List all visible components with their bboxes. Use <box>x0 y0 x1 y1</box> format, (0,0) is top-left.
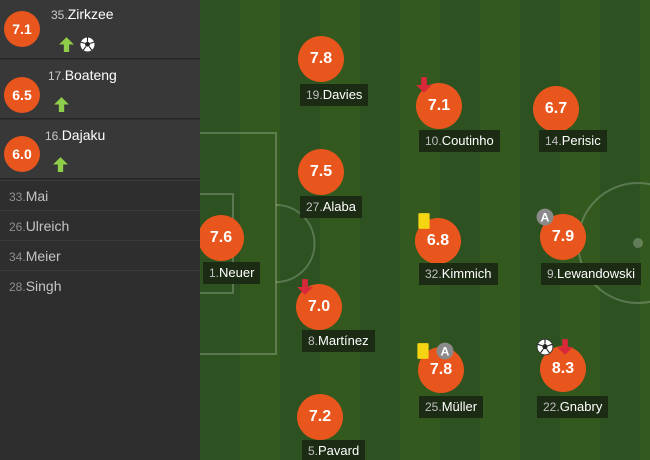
player-name-text: Coutinho <box>441 133 494 148</box>
player-name[interactable]: 32.Kimmich <box>419 263 498 285</box>
shirt-number: 27. <box>306 200 323 214</box>
player-name[interactable]: 1.Neuer <box>203 262 261 284</box>
substitute-row[interactable]: 6.0 16.Dajaku <box>0 120 200 179</box>
rating-badge: 7.5 <box>298 149 344 195</box>
shirt-number: 1. <box>209 266 220 280</box>
shirt-number: 9. <box>547 267 558 281</box>
rating-badge: 8.3 <box>540 346 586 392</box>
player-name-text: Perisic <box>561 133 601 148</box>
shirt-number: 33. <box>9 190 26 204</box>
shirt-number: 22. <box>543 400 560 414</box>
shirt-number: 17. <box>48 69 65 83</box>
rating-badge: 7.2 <box>297 394 343 440</box>
assist-icon: A <box>436 342 454 360</box>
player-name-text: Dajaku <box>61 127 106 143</box>
shirt-number: 14. <box>545 134 562 148</box>
event-icons <box>58 35 96 53</box>
player-name[interactable]: 5.Pavard <box>302 440 366 460</box>
rating-badge: 7.1 <box>4 11 40 47</box>
player-name-text: Pavard <box>318 443 360 458</box>
substitute-row[interactable]: 6.5 17.Boateng <box>0 60 200 119</box>
sub-in-arrow-icon <box>53 96 70 113</box>
player-name-text: Martínez <box>318 333 369 348</box>
shirt-number: 25. <box>425 400 442 414</box>
player-name[interactable]: 16.Dajaku <box>45 127 105 143</box>
yellow-card-icon <box>414 342 432 360</box>
bench-player-row[interactable]: 26.Ulreich <box>0 210 200 240</box>
player-name-text: Alaba <box>322 199 356 214</box>
substitute-row[interactable]: 7.1 35.Zirkzee <box>0 0 200 59</box>
player-name[interactable]: 19.Davies <box>300 84 369 106</box>
goal-ball-icon <box>536 338 554 356</box>
player-name: Singh <box>25 278 62 294</box>
shirt-number: 10. <box>425 134 442 148</box>
player-name-text: Zirkzee <box>67 6 114 22</box>
sub-in-arrow-icon <box>58 36 75 53</box>
player-name-text: Davies <box>322 87 363 102</box>
sub-in-arrow-icon <box>52 156 69 173</box>
svg-text:A: A <box>541 211 550 225</box>
rating-badge: 7.1 <box>416 83 462 129</box>
shirt-number: 8. <box>308 334 319 348</box>
sub-out-arrow-icon <box>556 338 574 356</box>
shirt-number: 35. <box>51 8 68 22</box>
rating-badge: 6.0 <box>4 136 40 172</box>
shirt-number: 5. <box>308 444 319 458</box>
player-name[interactable]: 35.Zirkzee <box>51 6 114 22</box>
player-name: Mai <box>25 188 49 204</box>
shirt-number: 26. <box>9 220 26 234</box>
player-name[interactable]: 17.Boateng <box>48 67 117 83</box>
substitutes-panel: 7.1 35.Zirkzee 6.5 17.Boateng 6.0 16.Dajaku 33… <box>0 0 200 460</box>
rating-badge: 7.8 <box>298 36 344 82</box>
shirt-number: 32. <box>425 267 442 281</box>
bench-player-row[interactable]: 33.Mai <box>0 180 200 210</box>
bench-player-row[interactable]: 28.Singh <box>0 270 200 300</box>
player-name[interactable]: 25.Müller <box>419 396 484 418</box>
event-icons <box>53 95 70 113</box>
player-name[interactable]: 14.Perisic <box>539 130 607 152</box>
goal-ball-icon <box>79 36 96 53</box>
player-name-text: Gnabry <box>559 399 603 414</box>
bench-player-row[interactable]: 34.Meier <box>0 240 200 270</box>
rating-badge: 6.5 <box>4 77 40 113</box>
player-name[interactable]: 22.Gnabry <box>537 396 609 418</box>
player-name-text: Neuer <box>219 265 255 280</box>
player-name[interactable]: 27.Alaba <box>300 196 362 218</box>
player-name: Ulreich <box>25 218 70 234</box>
player-name-text: Müller <box>441 399 478 414</box>
player-name: Meier <box>25 248 61 264</box>
shirt-number: 34. <box>9 250 26 264</box>
rating-badge: 6.7 <box>533 86 579 132</box>
player-name[interactable]: 10.Coutinho <box>419 130 500 152</box>
sub-out-arrow-icon <box>415 76 433 94</box>
player-name-text: Kimmich <box>441 266 492 281</box>
event-icons <box>52 155 69 173</box>
shirt-number: 28. <box>9 280 26 294</box>
player-name-text: Boateng <box>64 67 117 83</box>
assist-icon: A <box>536 208 554 226</box>
player-name[interactable]: 9.Lewandowski <box>541 263 642 285</box>
player-name[interactable]: 8.Martínez <box>302 330 375 352</box>
shirt-number: 16. <box>45 129 62 143</box>
rating-badge: 7.9 <box>540 214 586 260</box>
svg-text:A: A <box>441 345 450 359</box>
rating-badge: 7.6 <box>200 215 244 261</box>
sub-out-arrow-icon <box>296 278 314 296</box>
player-name-text: Lewandowski <box>557 266 636 281</box>
yellow-card-icon <box>415 212 433 230</box>
shirt-number: 19. <box>306 88 323 102</box>
